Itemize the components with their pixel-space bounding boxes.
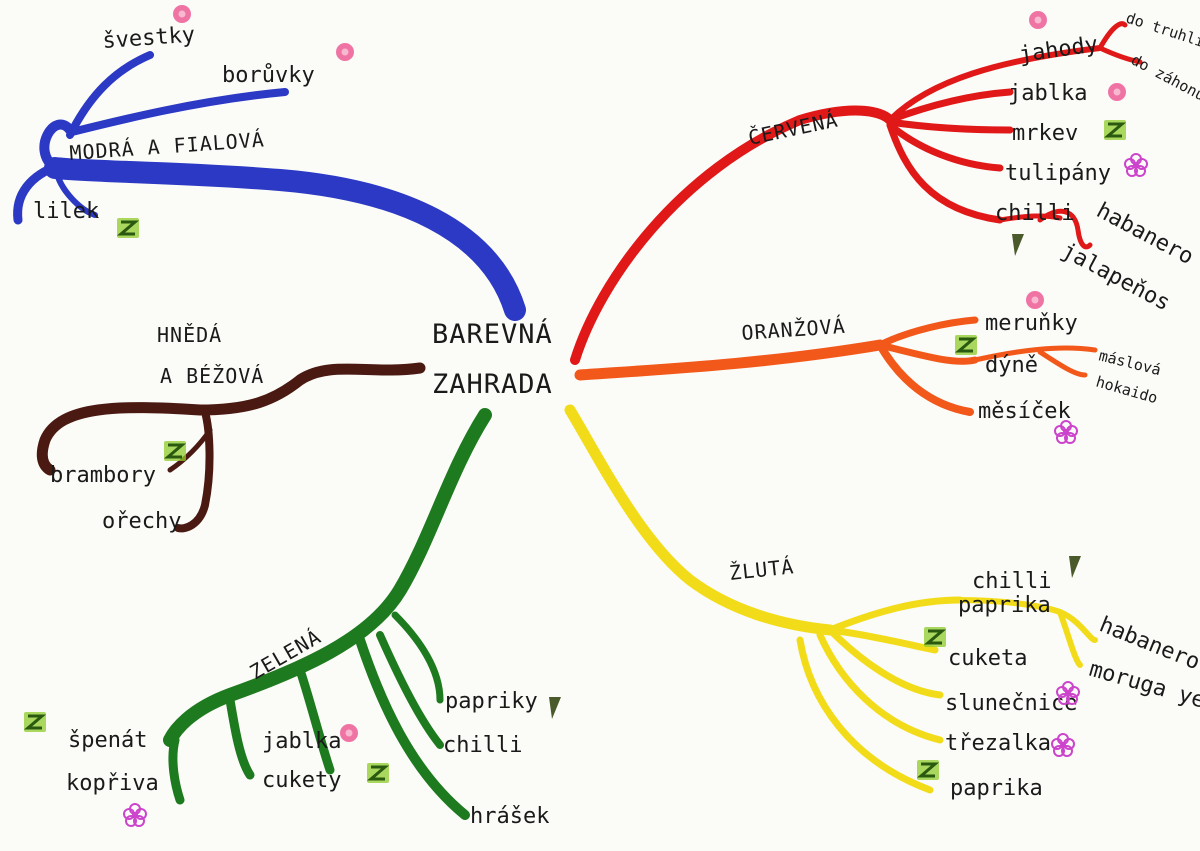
item-merunky: meruňky bbox=[985, 311, 1078, 336]
item-chilli-green: chilli bbox=[443, 733, 522, 758]
item-chilli-red: chilli bbox=[995, 201, 1074, 226]
z-vegetable-icon bbox=[365, 761, 391, 785]
z-vegetable-icon bbox=[915, 758, 941, 782]
branch-label-brown-line2: A BÉŽOVÁ bbox=[160, 364, 264, 388]
item-trezalka: třezalka bbox=[945, 731, 1051, 756]
branch-green bbox=[163, 408, 492, 820]
branch-orange bbox=[574, 316, 1098, 416]
item-orechy: ořechy bbox=[102, 509, 181, 534]
z-vegetable-icon bbox=[162, 439, 188, 463]
item-hokaido: hokaido bbox=[1094, 373, 1160, 408]
center-title-line2: ZAHRADA bbox=[432, 369, 553, 400]
branch-yellow bbox=[564, 404, 1098, 794]
item-jablka-green: jablka bbox=[262, 729, 341, 754]
flower-icon bbox=[1051, 733, 1075, 757]
item-dyne: dýně bbox=[985, 353, 1038, 378]
z-vegetable-icon bbox=[1102, 118, 1128, 142]
z-vegetable-icon bbox=[922, 625, 948, 649]
branch-label-brown-line1: HNĚDÁ bbox=[157, 323, 222, 347]
branch-label-blue: MODRÁ A FIALOVÁ bbox=[69, 127, 266, 165]
item-jahody: jahody bbox=[1017, 32, 1099, 68]
center-title-line1: BAREVNÁ bbox=[432, 318, 553, 350]
branch-blue bbox=[13, 51, 526, 321]
item-tulipany: tulipány bbox=[1005, 161, 1111, 186]
item-mesicek: měsíček bbox=[978, 399, 1071, 424]
branch-red bbox=[570, 21, 1143, 365]
item-boruvky: borůvky bbox=[222, 62, 315, 88]
item-paprika-yellow-top: paprika bbox=[958, 593, 1051, 618]
item-cuketa: cuketa bbox=[948, 646, 1027, 671]
flower-icon bbox=[1124, 153, 1148, 177]
branch-label-red: ČERVENÁ bbox=[746, 107, 840, 149]
item-do-zahonu: do záhonu bbox=[1128, 51, 1200, 105]
z-vegetable-icon bbox=[953, 333, 979, 357]
fruit-dot-icon bbox=[1029, 11, 1047, 29]
item-papriky: papriky bbox=[445, 689, 538, 714]
chili-pepper-icon bbox=[1012, 234, 1024, 256]
fruit-dot-icon bbox=[336, 43, 354, 61]
item-chilli-yellow: chilli bbox=[972, 569, 1051, 594]
branch-label-orange: ORANŽOVÁ bbox=[741, 314, 847, 345]
item-hrasek: hrášek bbox=[470, 804, 549, 829]
fruit-dot-icon bbox=[1026, 291, 1044, 309]
fruit-dot-icon bbox=[340, 724, 358, 742]
item-slunecnice: slunečnice bbox=[945, 691, 1077, 716]
item-paprika-yellow-bottom: paprika bbox=[950, 776, 1043, 801]
item-kopriva: kopřiva bbox=[66, 771, 159, 796]
chili-pepper-icon bbox=[549, 697, 561, 719]
item-mrkev: mrkev bbox=[1012, 121, 1078, 146]
flower-icon bbox=[1054, 420, 1078, 444]
z-vegetable-icon bbox=[115, 216, 141, 240]
item-cukety: cukety bbox=[262, 768, 341, 793]
fruit-dot-icon bbox=[173, 5, 191, 23]
item-brambory: brambory bbox=[50, 463, 156, 488]
chili-pepper-icon bbox=[1069, 556, 1081, 578]
branch-label-yellow: ŽLUTÁ bbox=[728, 554, 795, 585]
item-spenat: špenát bbox=[68, 728, 147, 753]
flower-icon bbox=[123, 803, 147, 827]
item-lilek: lilek bbox=[33, 199, 99, 224]
branch-brown bbox=[36, 362, 426, 533]
item-svestky: švestky bbox=[102, 23, 196, 54]
z-vegetable-icon bbox=[22, 710, 48, 734]
fruit-dot-icon bbox=[1108, 83, 1126, 101]
item-do-truhliku: do truhlíku bbox=[1124, 9, 1200, 57]
item-jablka-red: jablka bbox=[1008, 81, 1087, 106]
